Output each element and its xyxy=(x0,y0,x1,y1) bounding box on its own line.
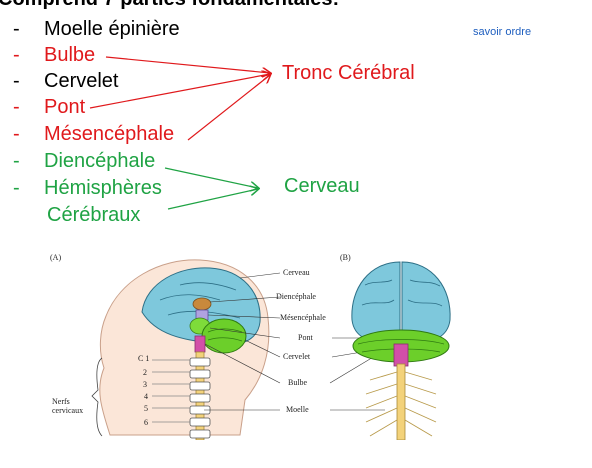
slide-heading: Comprend 7 parties fondamentales: xyxy=(0,0,339,11)
label-n4: 4 xyxy=(144,392,148,401)
green-arrows xyxy=(164,167,258,210)
label-mesencephale: Mésencéphale xyxy=(280,313,326,322)
label-cervicaux: cervicaux xyxy=(52,406,84,415)
label-c1: C 1 xyxy=(138,354,150,363)
dash-bulbe: - xyxy=(13,44,20,66)
anatomy-figure: (A) (B) Cerveau Diencéphale Mésencéphale… xyxy=(40,240,560,441)
label-nerfs: Nerfs xyxy=(52,397,70,406)
dash-moelle: - xyxy=(13,18,20,40)
label-pont: Pont xyxy=(298,333,313,342)
dash-mesencephale: - xyxy=(13,123,20,145)
savoir-ordre-note: savoir ordre xyxy=(473,26,532,38)
item-hemispheres: Hémisphères xyxy=(44,177,162,199)
item-bulbe: Bulbe xyxy=(44,44,96,66)
label-n3: 3 xyxy=(143,380,147,389)
panel-a-drawing xyxy=(91,259,270,441)
label-moelle: Moelle xyxy=(286,405,309,414)
label-bulbe: Bulbe xyxy=(288,378,308,387)
item-cerebraux: Cérébraux xyxy=(47,204,141,226)
label-diencephale: Diencéphale xyxy=(276,292,316,301)
panel-b-label: (B) xyxy=(340,253,351,262)
item-diencephale: Diencéphale xyxy=(44,150,156,172)
label-n6: 6 xyxy=(144,418,148,427)
panel-b-drawing xyxy=(351,261,451,441)
tronc-cerebral-label: Tronc Cérébral xyxy=(282,62,415,84)
dash-cervelet: - xyxy=(13,70,20,92)
label-cerveau: Cerveau xyxy=(283,268,310,277)
dash-diencephale: - xyxy=(13,150,20,172)
dash-hemispheres: - xyxy=(13,177,20,199)
item-pont: Pont xyxy=(44,96,86,118)
label-n5: 5 xyxy=(144,404,148,413)
dash-pont: - xyxy=(13,96,20,118)
panel-a-label: (A) xyxy=(50,253,62,262)
label-cervelet: Cervelet xyxy=(283,352,311,361)
item-mesencephale: Mésencéphale xyxy=(44,123,175,145)
label-n2: 2 xyxy=(143,368,147,377)
brain-illustration xyxy=(91,259,451,441)
item-moelle: Moelle épinière xyxy=(44,18,180,40)
cerveau-label: Cerveau xyxy=(284,175,360,197)
item-cervelet: Cervelet xyxy=(44,70,119,92)
